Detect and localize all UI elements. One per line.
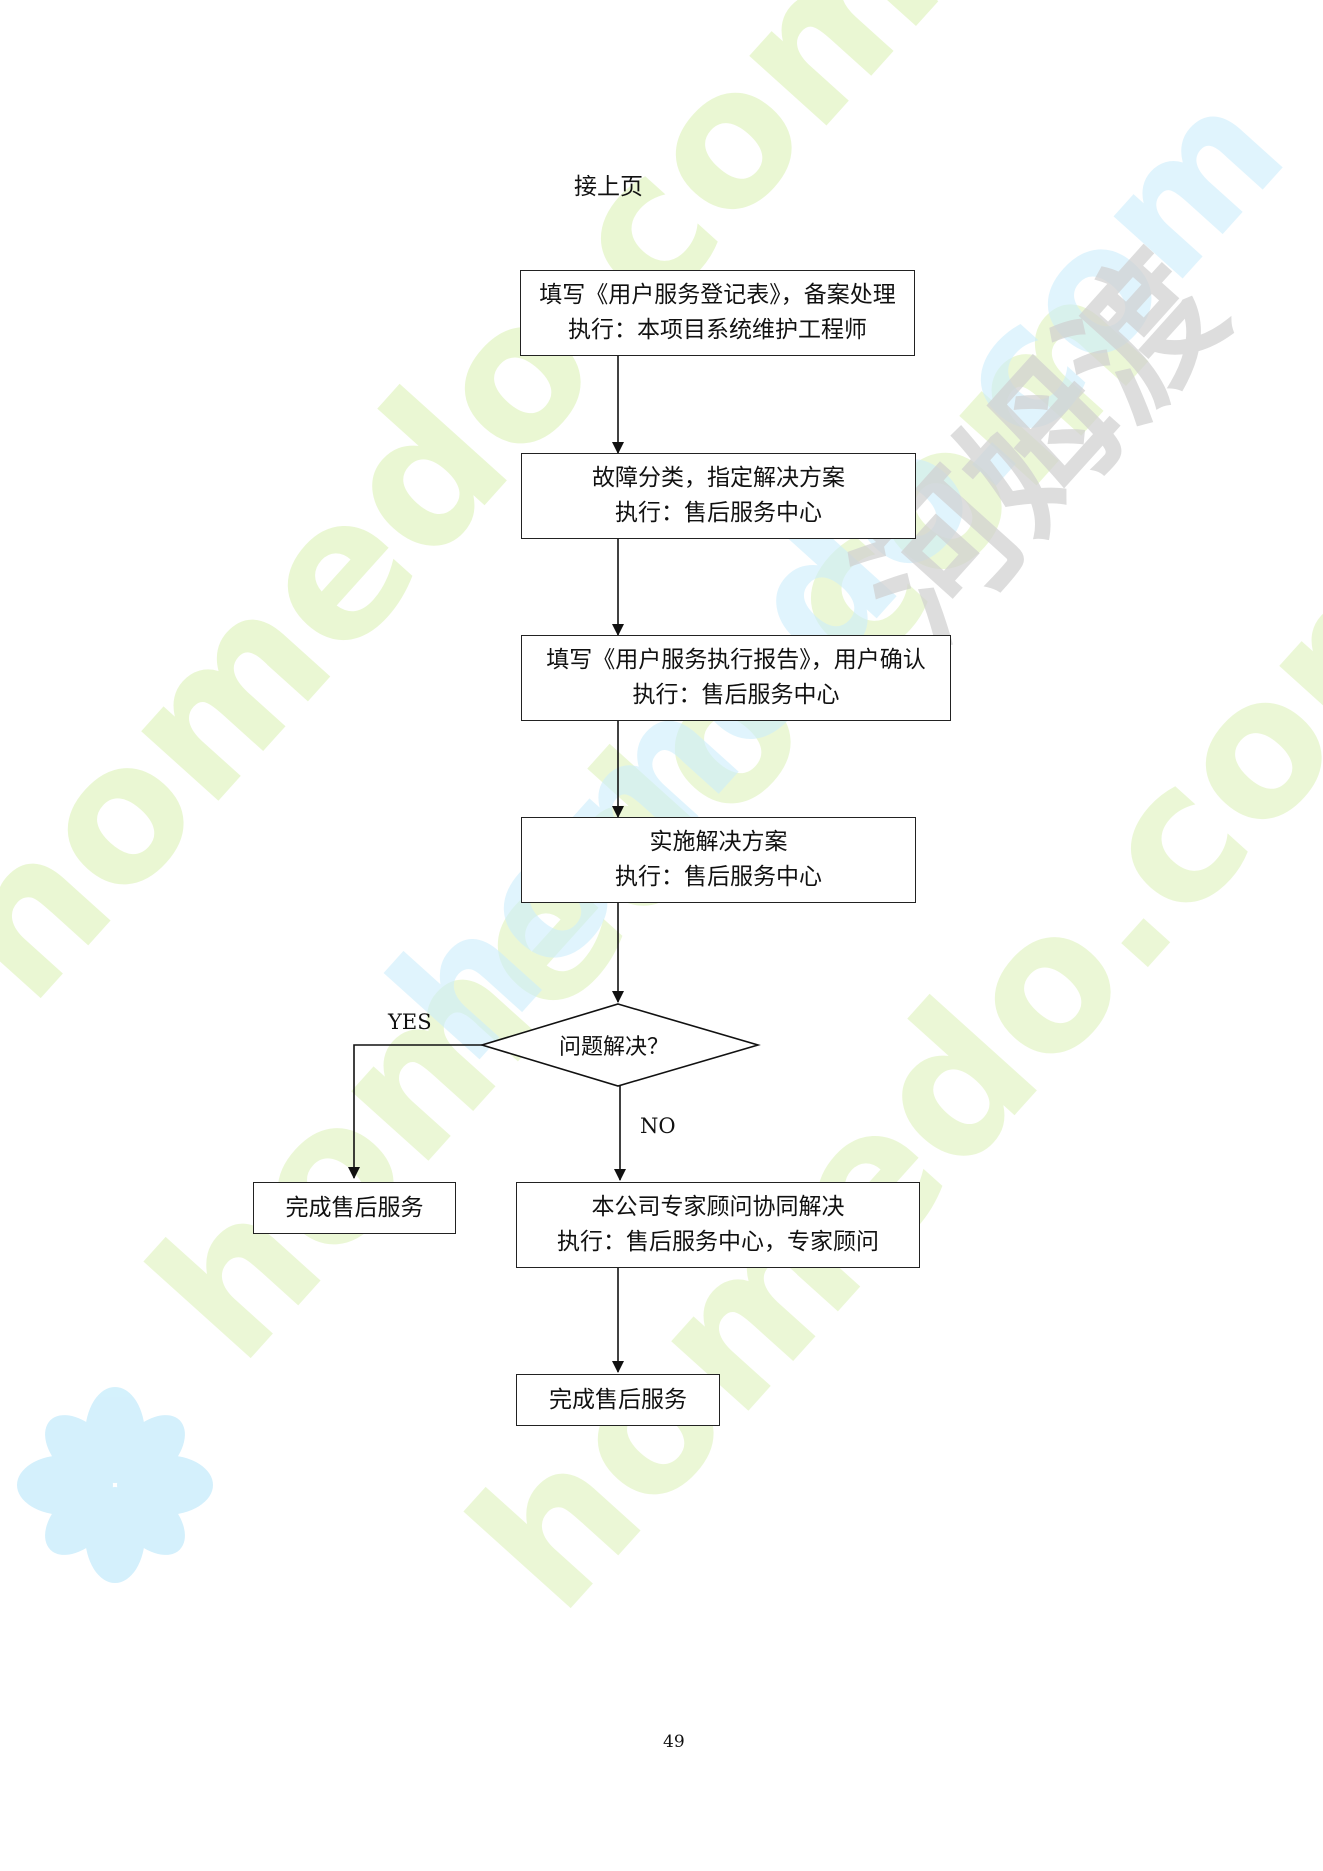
- decision-diamond: [479, 1003, 761, 1087]
- step-implement-line2: 执行：售后服务中心: [615, 864, 822, 890]
- decision-question: 问题解决？: [558, 1035, 670, 1060]
- no-label: NO: [640, 1114, 676, 1138]
- step-classify-line1: 故障分类，指定解决方案: [592, 465, 845, 491]
- step-implement-line1: 实施解决方案: [649, 829, 788, 855]
- step-register: 填写《用户服务登记表》，备案处理 执行：本项目系统维护工程师: [520, 270, 915, 356]
- step-classify: 故障分类，指定解决方案 执行：售后服务中心: [521, 453, 916, 539]
- step-register-line1: 填写《用户服务登记表》，备案处理: [539, 282, 896, 308]
- page-number: 49: [663, 1732, 685, 1752]
- step-report-line2: 执行：售后服务中心: [632, 682, 840, 708]
- yes-label: YES: [388, 1010, 432, 1034]
- step-expert-line1: 本公司专家顾问协同解决: [591, 1194, 845, 1220]
- yes-end-text: 完成售后服务: [285, 1194, 424, 1221]
- yes-end-box: 完成售后服务: [253, 1182, 456, 1234]
- step-implement: 实施解决方案 执行：售后服务中心: [521, 817, 916, 903]
- step-report: 填写《用户服务执行报告》，用户确认 执行：售后服务中心: [521, 635, 951, 721]
- final-end-box: 完成售后服务: [516, 1374, 720, 1426]
- step-expert-line2: 执行：售后服务中心，专家顾问: [557, 1229, 879, 1255]
- continued-from-previous-label: 接上页: [574, 174, 643, 200]
- step-expert: 本公司专家顾问协同解决 执行：售后服务中心，专家顾问: [516, 1182, 920, 1268]
- step-report-line1: 填写《用户服务执行报告》，用户确认: [546, 647, 926, 673]
- final-end-text: 完成售后服务: [549, 1386, 687, 1413]
- step-classify-line2: 执行：售后服务中心: [615, 500, 822, 526]
- step-register-line2: 执行：本项目系统维护工程师: [568, 317, 867, 343]
- yes-arrow: [348, 1044, 482, 1179]
